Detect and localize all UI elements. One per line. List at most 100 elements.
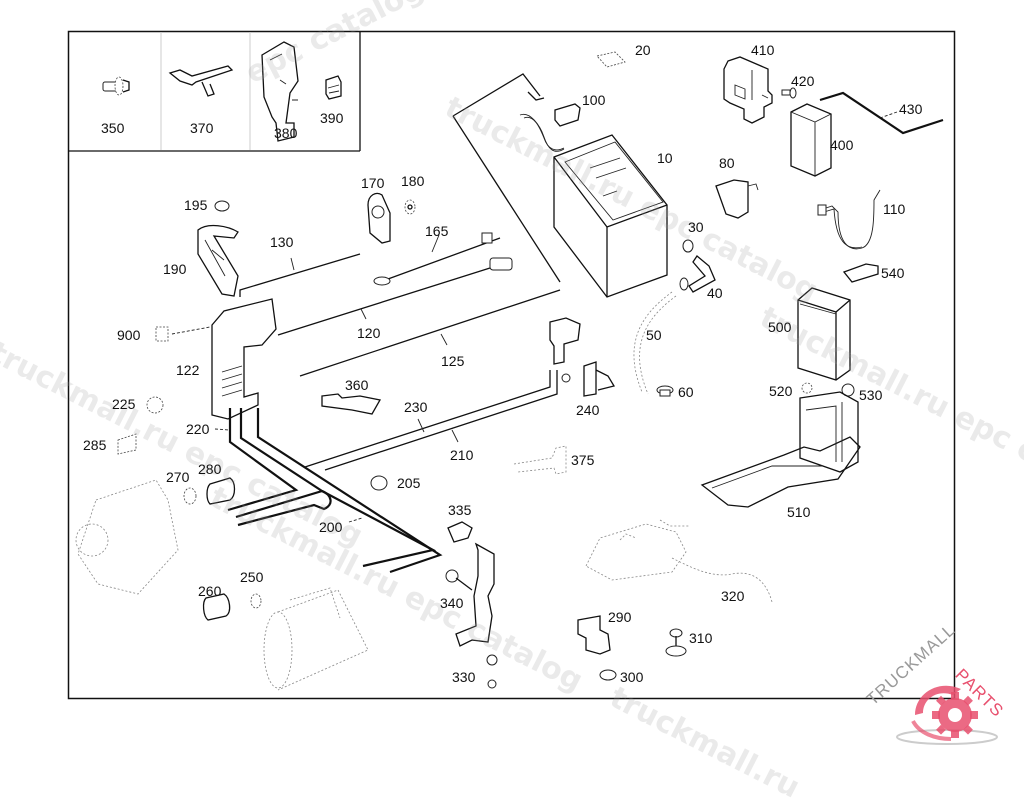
part-110-ground-cable-icon: [817, 189, 881, 250]
callout-320[interactable]: 320: [721, 588, 745, 604]
callout-390[interactable]: 390: [320, 110, 344, 126]
part-370-bracket-icon: [168, 65, 234, 97]
callout-290[interactable]: 290: [608, 609, 632, 625]
part-120-end-icon: [489, 257, 513, 271]
part-210-cable: [324, 370, 558, 471]
callout-410[interactable]: 410: [751, 42, 775, 58]
part-10-battery-icon: [553, 134, 668, 298]
part-250-nut-icon: [250, 593, 262, 609]
callout-260[interactable]: 260: [198, 583, 222, 599]
callout-120[interactable]: 120: [357, 325, 381, 341]
callout-195[interactable]: 195: [184, 197, 208, 213]
callout-270[interactable]: 270: [166, 469, 190, 485]
callout-350[interactable]: 350: [101, 120, 125, 136]
part-270-nut-icon: [183, 487, 197, 505]
engine-sketch: [585, 519, 690, 581]
callout-400[interactable]: 400: [830, 137, 854, 153]
callout-520[interactable]: 520: [769, 383, 793, 399]
part-375-bracket-icon: [513, 445, 567, 475]
callout-130[interactable]: 130: [270, 234, 294, 250]
part-170-holder-icon: [367, 192, 391, 244]
callout-900[interactable]: 900: [117, 327, 141, 343]
callout-205[interactable]: 205: [397, 475, 421, 491]
callout-300[interactable]: 300: [620, 669, 644, 685]
part-240-bracket-icon: [583, 361, 616, 397]
callout-50[interactable]: 50: [646, 327, 662, 343]
part-510-tray-icon: [700, 391, 861, 508]
callout-122[interactable]: 122: [176, 362, 200, 378]
part-30-plug-icon: [682, 239, 694, 253]
callout-125[interactable]: 125: [441, 353, 465, 369]
part-cable-to-battery: [452, 73, 541, 117]
callout-420[interactable]: 420: [791, 73, 815, 89]
part-225-nut-icon: [146, 396, 164, 414]
part-220-200-harness: [227, 408, 443, 574]
starter-sketch: [263, 587, 369, 691]
part-420-screw-icon: [781, 87, 797, 99]
callout-190[interactable]: 190: [163, 261, 187, 277]
part-165-cable: [373, 232, 501, 286]
part-130-cable: [239, 253, 361, 297]
part-360-bracket-icon: [321, 393, 382, 415]
inset-box: [68, 31, 361, 152]
callout-240[interactable]: 240: [576, 402, 600, 418]
callout-10[interactable]: 10: [657, 150, 673, 166]
callout-60[interactable]: 60: [678, 384, 694, 400]
part-205-nut-icon: [370, 475, 388, 491]
truckmall-parts-logo: TRUCKMALL PARTS: [855, 620, 1024, 750]
part-500-battery-icon: [797, 287, 851, 381]
part-300-grommet-icon: [599, 669, 617, 681]
callout-280[interactable]: 280: [198, 461, 222, 477]
part-390-clip-icon: [325, 75, 342, 100]
callout-200[interactable]: 200: [319, 519, 343, 535]
callout-430[interactable]: 430: [899, 101, 923, 117]
callout-165[interactable]: 165: [425, 223, 449, 239]
callout-285[interactable]: 285: [83, 437, 107, 453]
part-380-bracket-icon: [261, 41, 299, 142]
callout-210[interactable]: 210: [450, 447, 474, 463]
gear-logo-icon: [896, 685, 998, 745]
part-190-cover-icon: [197, 224, 239, 297]
callout-250[interactable]: 250: [240, 569, 264, 585]
callout-225[interactable]: 225: [112, 396, 136, 412]
part-122-fusebox-icon: [211, 298, 277, 420]
part-335-clip-icon: [447, 521, 473, 543]
callout-500[interactable]: 500: [768, 319, 792, 335]
callout-80[interactable]: 80: [719, 155, 735, 171]
callout-540[interactable]: 540: [881, 265, 905, 281]
callout-380[interactable]: 380: [274, 125, 298, 141]
callout-20[interactable]: 20: [635, 42, 651, 58]
part-310-stud-icon: [665, 628, 687, 657]
part-520-nut-icon: [801, 382, 813, 394]
part-285-bracket-icon: [117, 433, 137, 455]
callout-370[interactable]: 370: [190, 120, 214, 136]
callout-510[interactable]: 510: [787, 504, 811, 520]
callout-360[interactable]: 360: [345, 377, 369, 393]
callout-375[interactable]: 375: [571, 452, 595, 468]
callout-340[interactable]: 340: [440, 595, 464, 611]
part-40-elbow-icon: [679, 255, 716, 293]
part-430-cable: [819, 91, 944, 135]
part-400-module-icon: [790, 103, 832, 177]
callout-30[interactable]: 30: [688, 219, 704, 235]
callout-230[interactable]: 230: [404, 399, 428, 415]
callout-100[interactable]: 100: [582, 92, 606, 108]
alternator-sketch: [75, 479, 179, 595]
callout-110[interactable]: 110: [883, 201, 906, 217]
callout-530[interactable]: 530: [859, 387, 883, 403]
part-50-hose: [633, 291, 677, 395]
callout-335[interactable]: 335: [448, 502, 472, 518]
diagram-frame: [67, 30, 956, 700]
callout-180[interactable]: 180: [401, 173, 425, 189]
callout-330[interactable]: 330: [452, 669, 476, 685]
part-260-cap-icon: [202, 593, 231, 621]
callout-220[interactable]: 220: [186, 421, 210, 437]
part-410-holder-icon: [723, 56, 773, 124]
part-290-bracket-icon: [577, 615, 611, 655]
part-120-cable: [277, 267, 491, 336]
callout-170[interactable]: 170: [361, 175, 385, 191]
part-230-cable: [304, 370, 551, 468]
callout-40[interactable]: 40: [707, 285, 723, 301]
callout-310[interactable]: 310: [689, 630, 713, 646]
part-holder-240-top-icon: [549, 317, 581, 383]
